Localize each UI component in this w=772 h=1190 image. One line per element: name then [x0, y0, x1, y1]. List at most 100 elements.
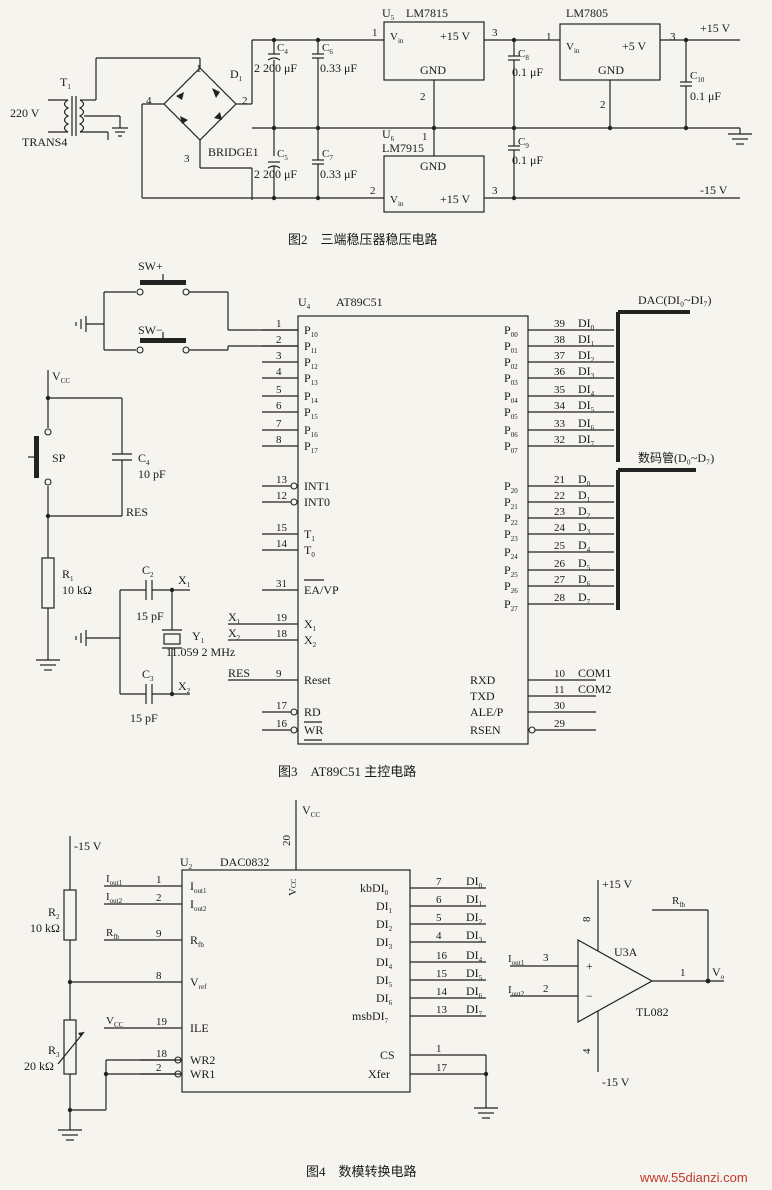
pin-name: P25 — [504, 563, 518, 579]
pin-net: DI6 — [578, 416, 595, 432]
pin-net: DI1 — [578, 332, 595, 348]
pin-name: X1 — [304, 617, 317, 633]
pin-net: DI6 — [466, 984, 483, 1000]
lm7805-part: LM7805 — [566, 6, 608, 20]
c4-ref: C4 — [277, 42, 288, 56]
fig3-caption: 图3 AT89C51 主控电路 — [278, 764, 416, 779]
c6-value: 0.33 μF — [320, 61, 357, 75]
pin-number: 8 — [276, 434, 282, 446]
pin-net: D4 — [578, 538, 591, 554]
pin-name: P11 — [304, 339, 318, 355]
pin-number: 14 — [276, 538, 288, 550]
pin-number: 9 — [156, 928, 162, 940]
svg-text:+5 V: +5 V — [622, 39, 647, 53]
pin-name: P21 — [504, 495, 518, 511]
pin-net: DI4 — [578, 382, 595, 398]
res-label: RES — [126, 505, 148, 519]
pin-number: 18 — [156, 1048, 168, 1060]
pin-number: 31 — [276, 578, 287, 590]
pin-number: 2 — [156, 1062, 162, 1074]
pin-name: EA/VP — [304, 583, 339, 597]
svg-text:C8: C8 — [518, 48, 529, 62]
pin-name: DI6 — [376, 991, 393, 1007]
pin-net: Iout1 — [106, 873, 123, 887]
pin-name: RD — [304, 705, 321, 719]
svg-text:0.1 μF: 0.1 μF — [512, 153, 543, 167]
bridge-pin-2: 2 — [242, 95, 248, 107]
fig2-input-voltage: 220 V — [10, 106, 40, 120]
pin-number: 30 — [554, 700, 566, 712]
svg-text:R3: R3 — [48, 1043, 60, 1059]
svg-text:VCC: VCC — [287, 878, 299, 896]
at89c51-part: AT89C51 — [336, 295, 383, 309]
svg-text:0.1 μF: 0.1 μF — [512, 65, 543, 79]
ref-resistors: -15 V R2 10 kΩ R3 20 kΩ — [24, 836, 182, 1141]
svg-text:C3: C3 — [142, 667, 154, 683]
pin-name: P10 — [304, 323, 318, 339]
fig4-caption: 图4 数模转换电路 — [306, 1164, 417, 1179]
pin-net: D3 — [578, 520, 591, 536]
pin-number: 17 — [436, 1062, 448, 1074]
pin-name: Reset — [304, 673, 331, 687]
pin-net: DI5 — [466, 966, 483, 982]
pin-name: P27 — [504, 597, 518, 613]
pin-number: 5 — [436, 912, 442, 924]
pin-name: Xfer — [368, 1067, 390, 1081]
pin-name: Iout2 — [190, 897, 207, 913]
svg-text:2: 2 — [370, 185, 376, 197]
pin-number: 7 — [276, 418, 282, 430]
pin-number: 13 — [436, 1004, 448, 1016]
pin-name: DI5 — [376, 973, 393, 989]
svg-text:3: 3 — [492, 27, 498, 39]
pin-net: VCC — [106, 1015, 124, 1029]
svg-text:1: 1 — [680, 967, 686, 979]
fig2-power-supply: 220 V T1 TRANS4 — [10, 6, 752, 213]
pin-number: 39 — [554, 318, 566, 330]
rail-pos15: +15 V — [700, 21, 731, 35]
mcu-pin-31: 31 EA/VP — [262, 578, 339, 597]
dac0832-part: DAC0832 — [220, 855, 269, 869]
pin-name: P05 — [504, 405, 518, 421]
pin-name: P04 — [504, 389, 518, 405]
pin-number: 37 — [554, 350, 566, 362]
pin-name: P20 — [504, 479, 518, 495]
pin-number: 16 — [276, 718, 288, 730]
svg-text:1: 1 — [422, 131, 428, 143]
c7-ref: C7 — [322, 148, 333, 162]
pin-net: D2 — [578, 504, 591, 520]
c10 — [680, 37, 692, 131]
pin-net: D1 — [578, 488, 591, 504]
pin-name: P01 — [504, 339, 518, 355]
pin-net: D6 — [578, 572, 591, 588]
svg-text:3: 3 — [492, 185, 498, 197]
c5-value: 2 200 μF — [254, 167, 297, 181]
svg-text:10 pF: 10 pF — [138, 467, 166, 481]
pin-number: 5 — [276, 384, 282, 396]
svg-text:2: 2 — [543, 983, 549, 995]
svg-text:R2: R2 — [48, 905, 60, 921]
pin-name: P13 — [304, 371, 318, 387]
pin-number: 8 — [156, 970, 162, 982]
oscillator: C2 15 pF C3 15 pF Y1 11.059 2 MHz X1 X2 — [75, 563, 235, 725]
svg-text:U5: U5 — [382, 6, 395, 22]
pin-name: P02 — [504, 355, 518, 371]
